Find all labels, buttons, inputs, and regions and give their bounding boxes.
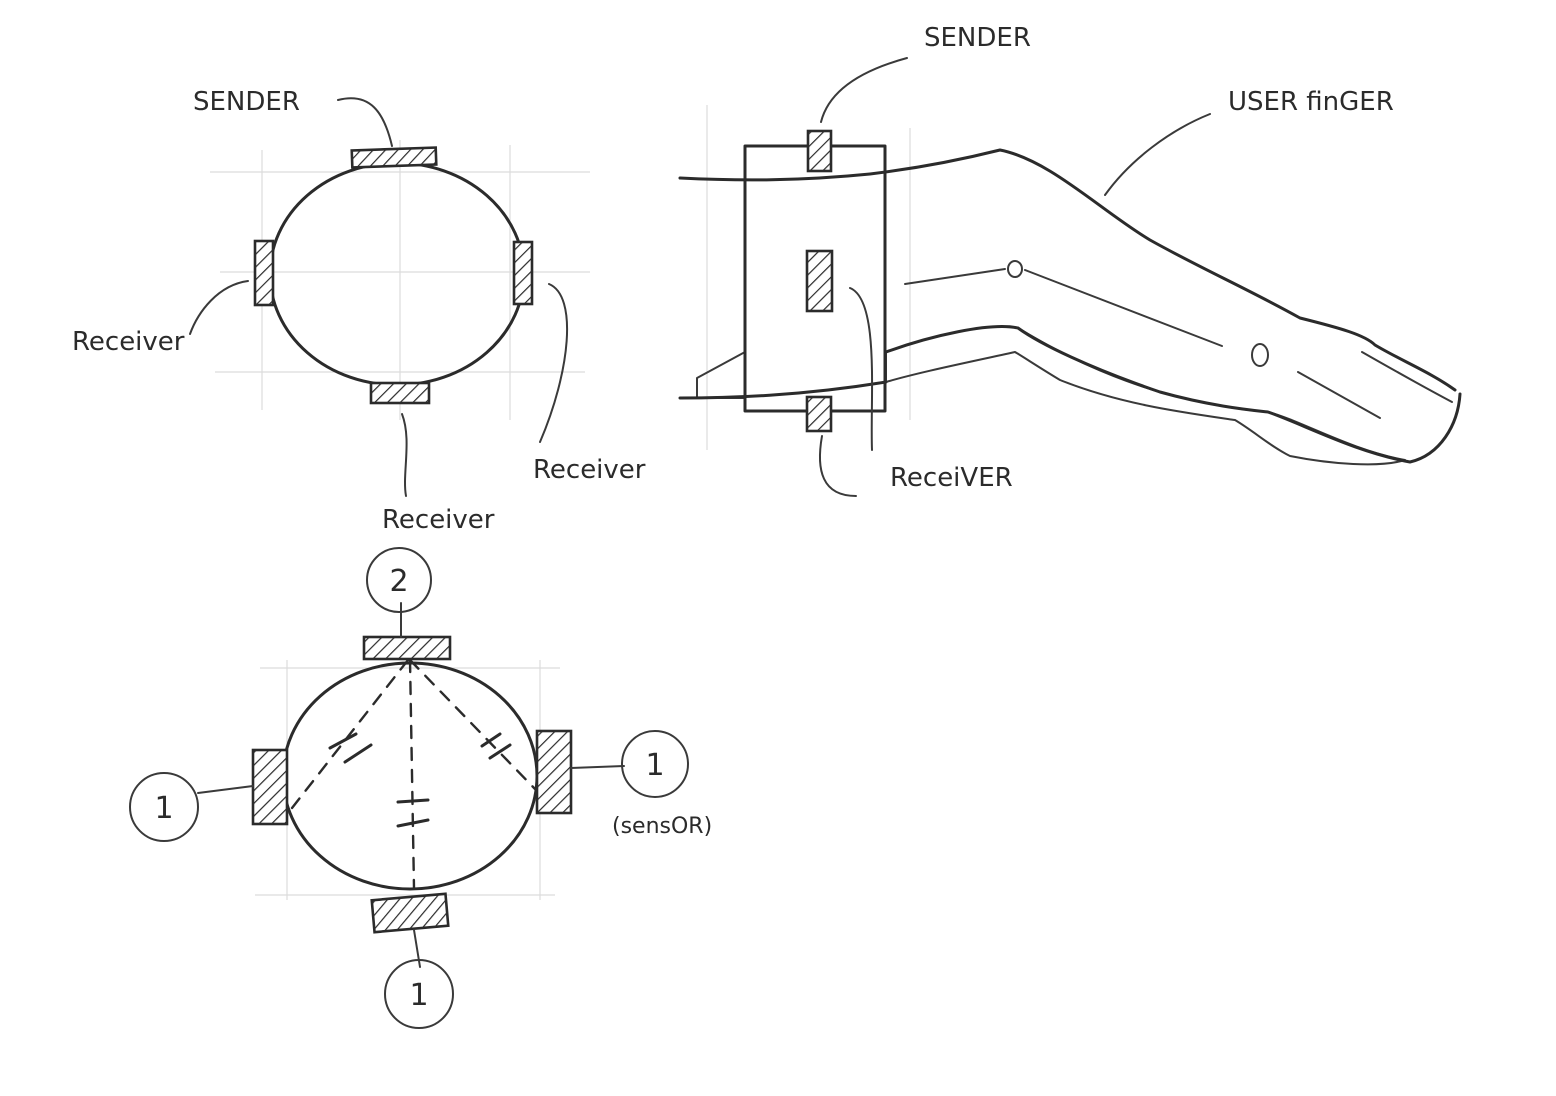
receiver-left-leader-line [189, 280, 249, 335]
sensor-label: (sensOR) [612, 814, 712, 839]
node-circle-bottom: 1 [384, 959, 454, 1029]
finger-lower-outline [678, 380, 888, 400]
receiver-right-label: Receiver [533, 455, 646, 485]
finger-upper-outline [678, 148, 1457, 392]
node-circle-right: 1 [621, 730, 689, 798]
receiver-pad-left [251, 748, 289, 826]
receiver-leader-line [849, 287, 874, 451]
joint-axis-line [904, 268, 1006, 285]
bottom-numbered-view: 2 1 1 1 (sensOR) [129, 547, 712, 1029]
top-left-ring-view: SENDER Receiver Receiver Receiver [72, 87, 646, 535]
receiver-pad-bottom [370, 892, 450, 934]
connector-line-bottom [413, 929, 421, 968]
capacitance-line [290, 658, 410, 810]
sender-leader-line [337, 97, 393, 147]
finger-underside-shading [696, 351, 746, 399]
ring-cross-section [281, 661, 539, 891]
receiver-bottom-leader-line [401, 413, 408, 497]
node-number-left: 1 [154, 791, 173, 826]
receiver-bottom-leader-line [818, 435, 857, 497]
sender-pad [806, 129, 833, 173]
receiver-pad-left [253, 239, 275, 307]
finger-leader-line [1104, 113, 1211, 196]
construction-grid [255, 660, 560, 900]
fingernail [1361, 351, 1453, 403]
connector-line-left [197, 785, 254, 794]
receiver-pad-center [805, 249, 834, 313]
sender-leader-line [820, 57, 908, 123]
receiver-bottom-label: Receiver [382, 505, 495, 535]
joint-axis-line [1024, 269, 1223, 347]
capacitance-line [408, 658, 538, 792]
capacitor-symbol [480, 732, 512, 760]
sender-label: SENDER [924, 23, 1031, 53]
receiver-pad-bottom [369, 381, 431, 405]
receiver-pad-bottom [805, 395, 833, 433]
capacitor-symbol [328, 732, 373, 764]
construction-grid [210, 140, 590, 420]
connector-line-right [570, 765, 625, 769]
capacitance-line [408, 658, 416, 890]
receiver-left-label: Receiver [72, 327, 185, 357]
sender-pad [350, 146, 438, 169]
node-number-right: 1 [645, 748, 664, 783]
sender-pad [362, 635, 452, 661]
finger-lower-outline [884, 325, 1462, 464]
sender-label: SENDER [193, 87, 300, 117]
receiver-pad-right [535, 729, 573, 815]
user-finger-label: USER finGER [1228, 87, 1394, 117]
node-circle-top: 2 [366, 547, 432, 613]
node-circle-left: 1 [129, 772, 199, 842]
joint-marker [1251, 343, 1269, 367]
joint-axis-line [1297, 371, 1381, 419]
receiver-right-leader-line [539, 283, 569, 443]
receiver-pad-right [512, 240, 534, 306]
construction-grid [706, 105, 911, 450]
capacitor-symbol [396, 798, 430, 828]
side-finger-view: SENDER ReceiVER USER finGER [678, 23, 1462, 497]
node-number-bottom: 1 [409, 978, 428, 1013]
node-number-top: 2 [389, 564, 408, 599]
receiver-label: ReceiVER [890, 463, 1013, 493]
joint-marker [1007, 260, 1023, 278]
ring-cross-section [268, 161, 526, 387]
finger-underside-shading [885, 325, 1406, 466]
